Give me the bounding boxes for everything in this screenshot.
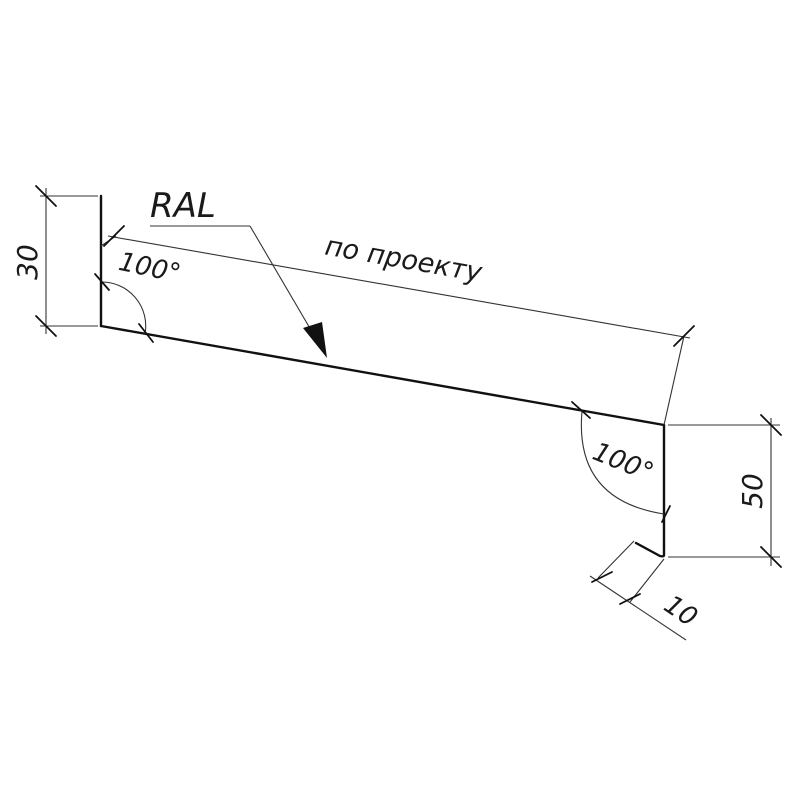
angle-right: 100° [571, 401, 671, 523]
leader-line [249, 225, 319, 343]
angle-label-left: 100° [116, 247, 184, 289]
dimension-length: по проекту [100, 225, 695, 426]
main-slope [99, 324, 666, 427]
dimension-line [589, 575, 687, 641]
dimension-line [107, 235, 691, 339]
angle-label-right: 100° [588, 437, 657, 488]
leader-arrow-icon [303, 322, 327, 358]
dimension-tick [591, 571, 613, 583]
dimension-label-30: 30 [11, 244, 44, 280]
extension-line-inner [597, 540, 635, 579]
dimension-label-length: по проекту [323, 231, 486, 289]
profile-outline [99, 194, 666, 558]
extension-line-outer [629, 558, 665, 603]
angle-tick [661, 505, 671, 523]
dimension-tick [760, 546, 782, 568]
dimension-tick [35, 185, 57, 207]
dimension-left-flange: 30 [11, 185, 98, 337]
dimension-tick [619, 593, 641, 605]
dimension-tick [760, 414, 782, 436]
extension-line-right [663, 335, 685, 426]
dimension-tick [673, 325, 695, 347]
ral-label: RAL [150, 186, 216, 226]
angle-tick [571, 401, 591, 419]
angle-tick [138, 323, 154, 343]
dimension-label-50: 50 [736, 473, 769, 509]
dimension-right-flange: 50 [668, 414, 782, 568]
angle-arc [100, 281, 147, 335]
ral-callout: RAL [150, 186, 327, 358]
angle-tick [94, 273, 110, 291]
angle-arc [580, 410, 665, 515]
dimension-tick [35, 315, 57, 337]
dimension-hem: 10 [589, 540, 703, 641]
hem-fold [634, 541, 666, 558]
dimension-tick [103, 225, 125, 247]
